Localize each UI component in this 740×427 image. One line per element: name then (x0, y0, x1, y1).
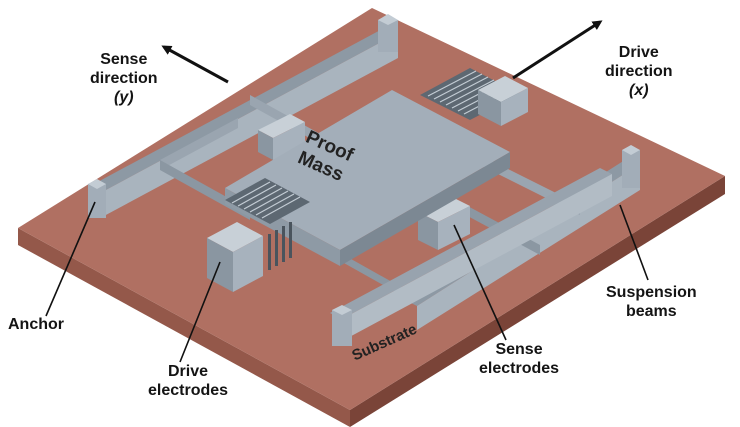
suspension-beams-label: Suspension beams (606, 283, 697, 321)
anchor-block-right (622, 150, 640, 188)
drive-electrodes-label: Drive electrodes (148, 362, 228, 400)
sense-electrodes-label: Sense electrodes (479, 340, 559, 378)
drive-direction-label: Drive direction (x) (605, 43, 673, 100)
drive-direction-arrow (513, 22, 600, 78)
anchor-label: Anchor (8, 315, 64, 334)
sense-direction-label: Sense direction (y) (90, 50, 158, 107)
anchor-block-front (332, 310, 352, 346)
sense-direction-arrow (164, 47, 228, 82)
